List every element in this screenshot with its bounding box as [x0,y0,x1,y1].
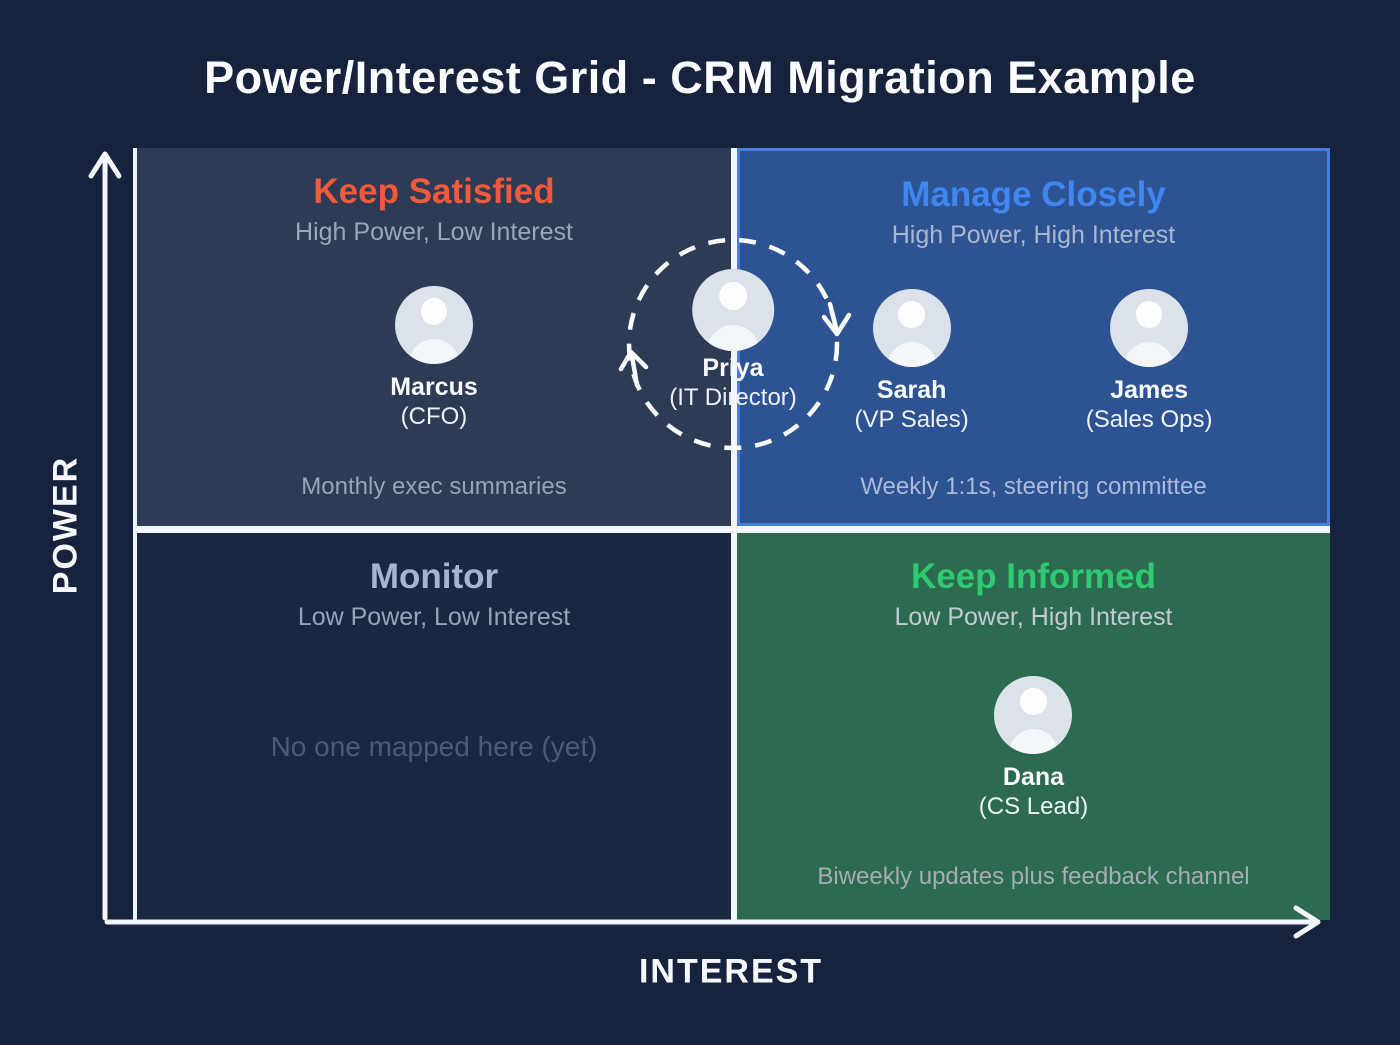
person-dana: Dana (CS Lead) [979,676,1088,821]
avatar-head-shape [1020,688,1047,715]
person-avatar-icon [872,289,951,367]
avatar-head-shape [1135,301,1163,328]
quadrant-manage-closely: Manage Closely High Power, High Interest… [737,148,1330,526]
avatar-torso-shape [886,342,937,367]
quadrant-keep-informed-label: Keep Informed [910,557,1157,596]
grid-frame: Keep Satisfied High Power, Low Interest … [133,148,1330,920]
person-role: (Sales Ops) [1085,406,1213,433]
person-role: (CS Lead) [978,793,1089,820]
quadrant-keep-informed: Keep Informed Low Power, High Interest D… [737,533,1330,920]
avatar-head-shape [719,282,747,310]
quadrant-manage-closely-note: Weekly 1:1s, steering committee [860,473,1207,500]
quadrant-keep-satisfied-subtitle: High Power, Low Interest [295,218,573,246]
avatar-head-shape [420,298,448,325]
quadrant-keep-informed-note: Biweekly updates plus feedback channel [817,863,1250,890]
avatar-torso-shape [1008,729,1059,754]
person-avatar-icon [1110,289,1189,367]
power-axis-label: POWER [46,455,85,595]
quadrant-monitor-label: Monitor [369,557,499,596]
person-name: Priya [702,354,764,382]
keep-satisfied-people: Marcus (CFO) [137,286,731,431]
person-name: Marcus [390,373,478,401]
person-role: (IT Director) [669,384,797,411]
quadrant-keep-satisfied-label: Keep Satisfied [313,172,555,211]
quadrant-manage-closely-label: Manage Closely [901,175,1166,214]
person-avatar-icon [394,286,473,364]
person-marcus: Marcus (CFO) [390,286,478,431]
quadrant-manage-closely-subtitle: High Power, High Interest [891,221,1176,249]
vertical-divider-line [731,148,737,920]
person-role: (CFO) [400,403,468,430]
page-title: Power/Interest Grid - CRM Migration Exam… [204,52,1196,103]
person-avatar-icon [994,676,1073,754]
avatar-torso-shape [1124,342,1175,367]
quadrant-monitor-empty-note: No one mapped here (yet) [270,731,598,762]
person-james: James (Sales Ops) [1085,289,1213,434]
interest-axis-label: INTEREST [638,952,824,991]
person-sarah: Sarah (VP Sales) [855,289,969,434]
person-avatar-icon [692,269,774,351]
horizontal-divider-line [137,526,1330,533]
manage-closely-people: Sarah (VP Sales) James (Sales Ops) [740,289,1327,434]
quadrant-keep-satisfied: Keep Satisfied High Power, Low Interest … [137,148,731,526]
keep-informed-people: Dana (CS Lead) [737,676,1330,821]
person-role: (VP Sales) [854,406,969,433]
person-name: James [1110,376,1189,404]
person-name: Dana [1002,763,1065,791]
person-priya-boundary: Priya (IT Director) [669,269,797,412]
quadrant-monitor-subtitle: Low Power, Low Interest [297,603,571,631]
power-axis-arrowhead-icon [88,151,122,179]
quadrant-keep-satisfied-note: Monthly exec summaries [301,473,567,500]
quadrant-keep-informed-subtitle: Low Power, High Interest [894,603,1173,631]
avatar-head-shape [898,301,925,328]
quadrant-monitor: Monitor Low Power, Low Interest No one m… [137,533,731,920]
avatar-torso-shape [409,339,459,364]
person-name: Sarah [876,376,947,404]
avatar-torso-shape [706,324,760,351]
